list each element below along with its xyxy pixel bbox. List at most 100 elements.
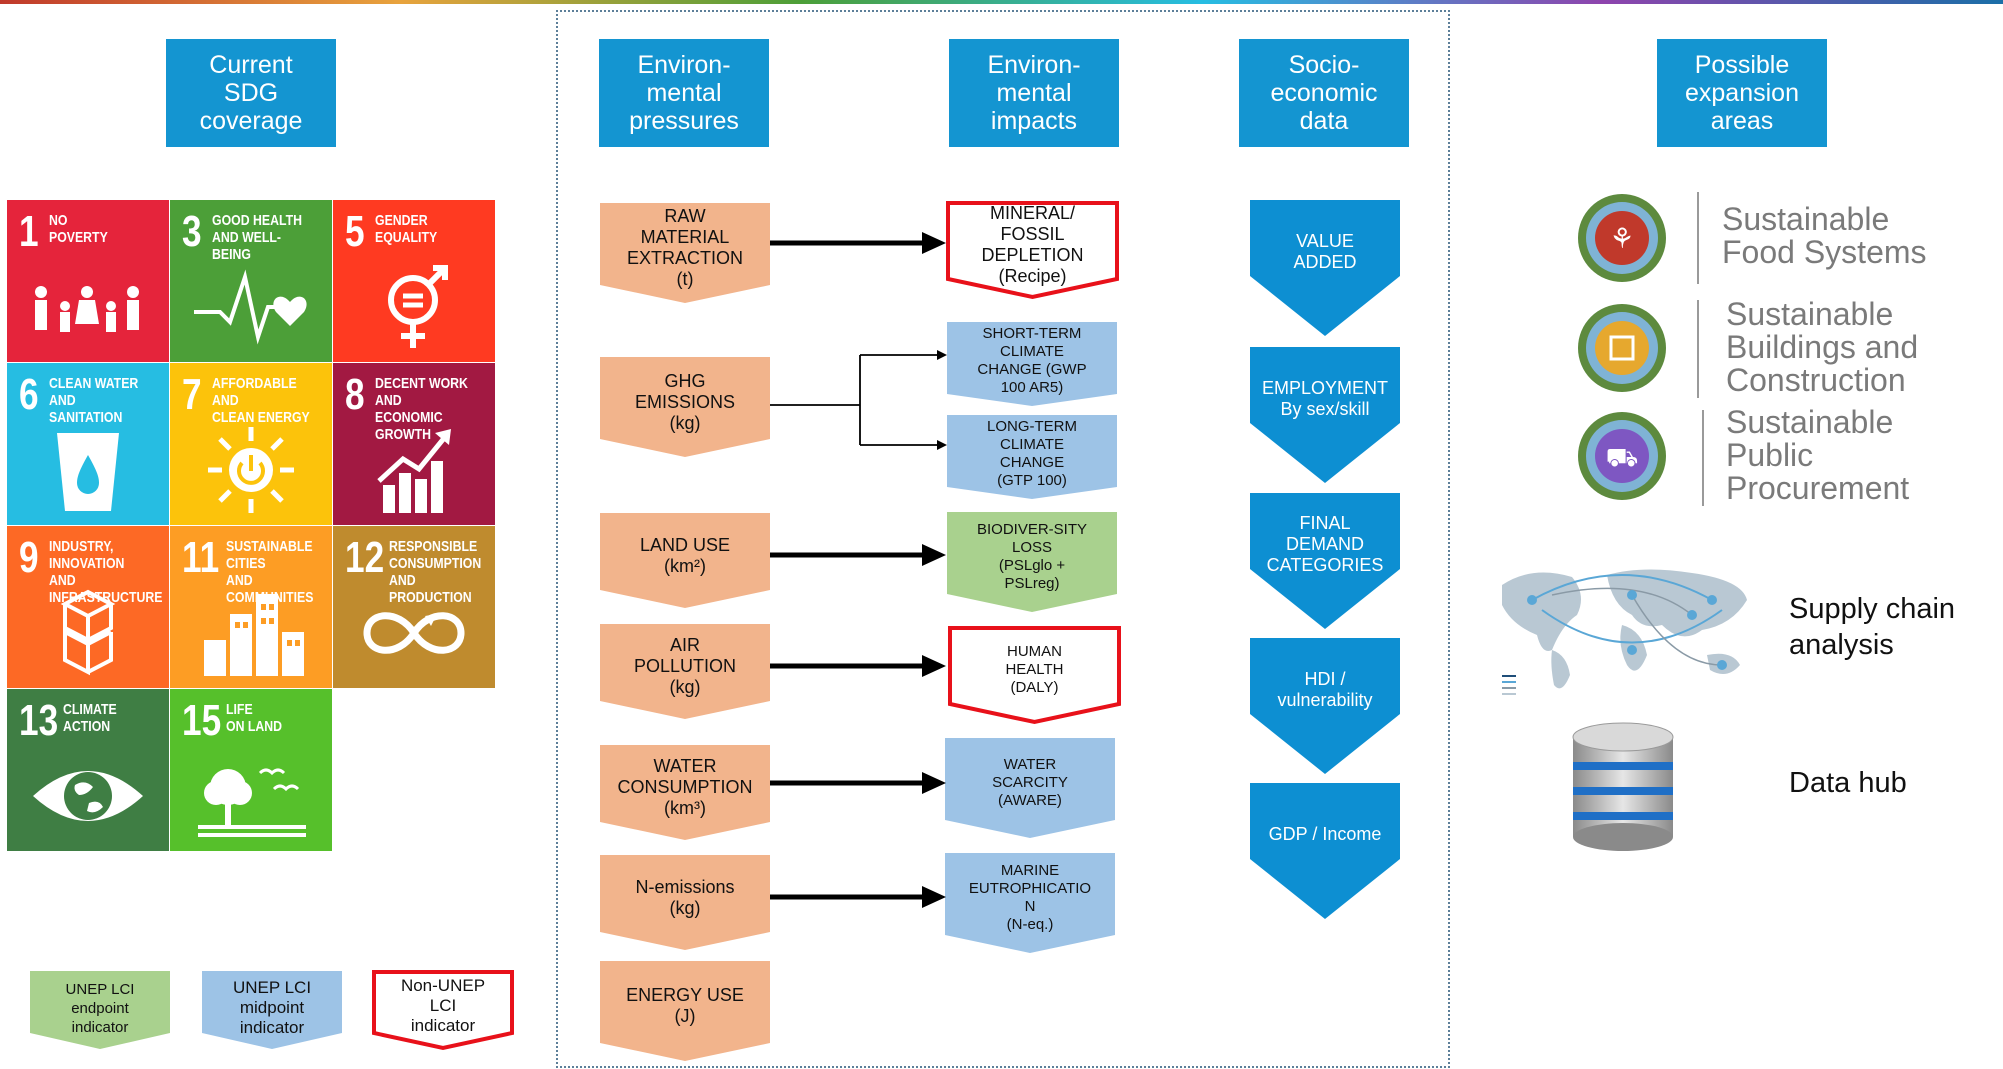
environmental-section-border: [556, 10, 1450, 1068]
impact-1-label: SHORT-TERM CLIMATE CHANGE (GWP 100 AR5): [977, 324, 1087, 396]
sdg-number: 7: [182, 370, 202, 419]
impact-5-label: WATER SCARCITY (AWARE): [992, 756, 1068, 810]
impact-3-label: BIODIVER-SITY LOSS (PSLglo + PSLreg): [976, 521, 1088, 593]
socio-2-label: FINAL DEMAND CATEGORIES: [1266, 513, 1384, 575]
arrow-raw-to-mineral: [770, 232, 946, 254]
arrow-ghg-branch: [770, 350, 947, 450]
sdg-number: 11: [182, 533, 220, 582]
pressure-6: ENERGY USE (J): [600, 961, 770, 1061]
socio-4: GDP / Income: [1250, 783, 1400, 919]
sdg-number: 15: [182, 696, 222, 745]
city-icon: [190, 588, 312, 678]
arrow-water-to-scarcity: [770, 772, 946, 794]
cubes-icon: [27, 588, 149, 678]
svg-text:⚘: ⚘: [1609, 222, 1634, 255]
header-sdg-coverage: Current SDG coverage: [166, 39, 336, 147]
sdg-number: 9: [19, 533, 39, 582]
header-socio-economic-data: Socio- economic data: [1239, 39, 1409, 147]
impact-4-label: HUMAN HEALTH (DALY): [1005, 643, 1064, 697]
socio-3-label: HDI / vulnerability: [1277, 668, 1373, 710]
pressure-3-label: AIR POLLUTION (kg): [633, 635, 737, 698]
svg-text:⛟: ⛟: [1606, 443, 1639, 473]
sdg-number: 3: [182, 207, 202, 256]
socio-0-label: VALUE ADDED: [1293, 230, 1357, 272]
socio-2: FINAL DEMAND CATEGORIES: [1250, 493, 1400, 629]
pressure-5-label: N-emissions (kg): [635, 876, 735, 918]
sdg-title: CLEAN WATER AND SANITATION: [49, 375, 139, 426]
sdg-number: 8: [345, 370, 365, 419]
header-environmental-impacts: Environ- mental impacts: [949, 39, 1119, 147]
expansion-procurement: Sustainable Public Procurement: [1726, 404, 1910, 506]
expansion-food-systems: Sustainable Food Systems: [1722, 201, 1927, 270]
sdg-number: 6: [19, 370, 39, 419]
impact-2: LONG-TERM CLIMATE CHANGE (GTP 100): [947, 415, 1117, 499]
divider-line-3: [1702, 410, 1704, 506]
divider-line-2: [1697, 300, 1699, 398]
header-possible-expansion: Possible expansion areas: [1657, 39, 1827, 147]
pressure-3: AIR POLLUTION (kg): [600, 624, 770, 719]
database-icon: [1568, 722, 1678, 857]
impact-1: SHORT-TERM CLIMATE CHANGE (GWP 100 AR5): [947, 322, 1117, 406]
expansion-supply-chain: Supply chain analysis: [1789, 593, 1956, 661]
growth-chart-icon: [353, 425, 475, 515]
procurement-logo: ⛟: [1574, 408, 1670, 509]
expansion-buildings: Sustainable Buildings and Construction: [1726, 296, 1919, 398]
legend-endpoint-indicator: UNEP LCI endpoint indicator: [30, 971, 170, 1049]
pressure-6-label: ENERGY USE (J): [626, 985, 744, 1027]
impact-6-label: MARINE EUTROPHICATIO N (N-eq.): [968, 862, 1092, 934]
sdg-title: GENDER EQUALITY: [375, 212, 438, 246]
sdg-title: AFFORDABLE AND CLEAN ENERGY: [212, 375, 310, 426]
pressure-0-label: RAW MATERIAL EXTRACTION (t): [626, 206, 743, 290]
sdg-number: 12: [345, 533, 385, 582]
impact-5: WATER SCARCITY (AWARE): [945, 738, 1115, 838]
water-glass-icon: [27, 425, 149, 515]
pressure-2-label: LAND USE (km²): [639, 534, 731, 576]
sdg-number: 13: [19, 696, 59, 745]
impact-4: HUMAN HEALTH (DALY): [947, 625, 1122, 725]
arrow-land-to-biodiversity: [770, 544, 946, 566]
family-icon: [27, 262, 149, 352]
pressure-2: LAND USE (km²): [600, 513, 770, 608]
sun-power-icon: [190, 425, 312, 515]
gender-icon: [353, 262, 475, 352]
sdg-number: 5: [345, 207, 365, 256]
socio-4-label: GDP / Income: [1268, 824, 1382, 844]
pressure-1: GHG EMISSIONS (kg): [600, 357, 770, 457]
sdg-title: GOOD HEALTH AND WELL-BEING: [212, 212, 302, 263]
socio-3: HDI / vulnerability: [1250, 638, 1400, 774]
sdg-title: CLIMATE ACTION: [63, 701, 117, 735]
legend-midpoint-label: UNEP LCI midpoint indicator: [232, 978, 312, 1037]
sdg-title: NO POVERTY: [49, 212, 108, 246]
sdg-title: INDUSTRY, INNOVATION AND INFRASTRUCTURE: [49, 538, 163, 606]
expansion-data-hub: Data hub: [1789, 767, 1907, 799]
top-accent-line: [0, 0, 2003, 4]
impact-6: MARINE EUTROPHICATIO N (N-eq.): [945, 853, 1115, 953]
sdg-title: LIFE ON LAND: [226, 701, 283, 735]
impact-0: MINERAL/ FOSSIL DEPLETION (Recipe): [945, 200, 1120, 300]
pressure-5: N-emissions (kg): [600, 855, 770, 950]
infinity-icon: [353, 588, 475, 678]
legend-non-unep-indicator: Non-UNEP LCI indicator: [371, 969, 515, 1051]
pressure-1-label: GHG EMISSIONS (kg): [634, 370, 736, 433]
header-environmental-pressures: Environ- mental pressures: [599, 39, 769, 147]
pressure-0: RAW MATERIAL EXTRACTION (t): [600, 203, 770, 303]
impact-0-label: MINERAL/ FOSSIL DEPLETION (Recipe): [981, 203, 1084, 287]
impact-2-label: LONG-TERM CLIMATE CHANGE (GTP 100): [987, 417, 1077, 489]
sdg-tile-5: 5 GENDER EQUALITY: [333, 200, 495, 362]
sdg-title: DECENT WORK AND ECONOMIC GROWTH: [375, 375, 468, 443]
impact-3: BIODIVER-SITY LOSS (PSLglo + PSLreg): [947, 512, 1117, 612]
world-map-image: [1492, 555, 1762, 710]
pressure-4: WATER CONSUMPTION (km³): [600, 745, 770, 840]
sdg-title: RESPONSIBLE CONSUMPTION AND PRODUCTION: [389, 538, 482, 606]
